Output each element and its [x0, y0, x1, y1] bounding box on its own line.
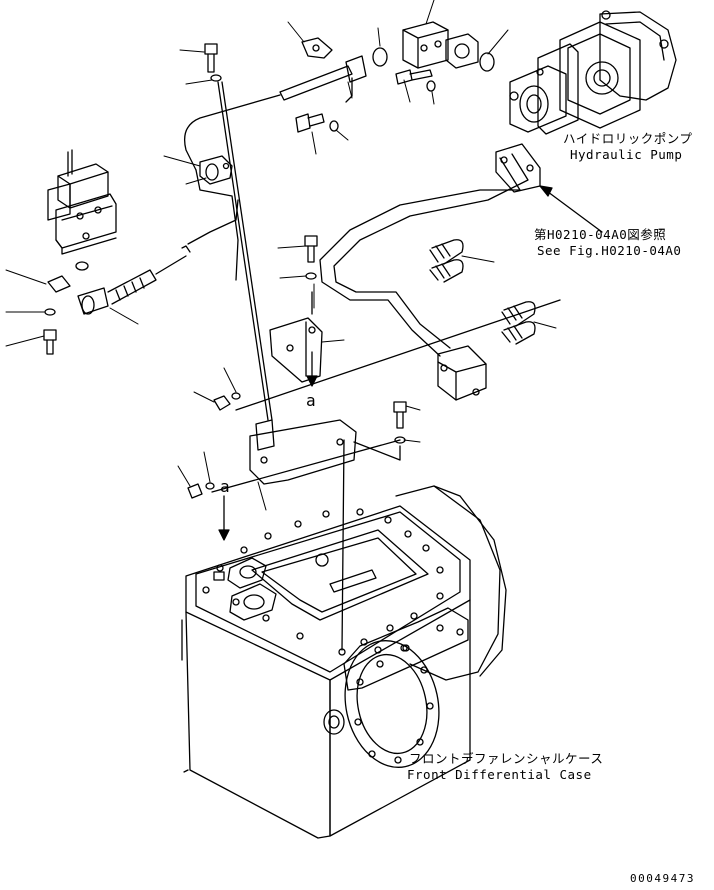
o-ring — [479, 52, 495, 72]
fitting — [47, 275, 71, 293]
washer — [231, 392, 241, 400]
bolt — [295, 113, 325, 133]
nut — [187, 483, 203, 499]
rod — [217, 81, 269, 421]
clamp — [199, 155, 233, 185]
reference-arrow — [539, 185, 603, 233]
see-fig-label-jp: 第H0210-04A0図参照 — [534, 227, 667, 242]
washer — [305, 272, 317, 280]
differential-case — [181, 485, 507, 839]
washer — [205, 482, 215, 490]
hose-line — [195, 169, 239, 281]
bracket-mid — [269, 317, 323, 383]
leader-lines — [5, 0, 557, 511]
bolt — [393, 401, 407, 429]
u-bolt — [429, 239, 464, 283]
view-marker-a: a — [306, 391, 317, 410]
front-differential-label-en: Front Differential Case — [407, 767, 592, 782]
see-fig-label-en: See Fig.H0210-04A0 — [537, 243, 682, 258]
drawing-number: 00049473 — [630, 872, 695, 885]
rod — [221, 81, 273, 421]
bolt — [43, 329, 57, 355]
washer — [329, 120, 339, 132]
washer — [210, 74, 222, 82]
u-bolt — [501, 301, 536, 345]
washer — [426, 80, 436, 92]
flange-block-top — [402, 21, 479, 69]
split-flange — [301, 37, 333, 59]
center-line — [353, 441, 401, 461]
view-arrow — [306, 351, 318, 387]
washer — [44, 308, 56, 316]
hose — [183, 94, 281, 171]
nut — [213, 395, 231, 411]
hydraulic-pump-label-jp: ハイドロリックポンプ — [563, 131, 693, 146]
center-line — [211, 439, 401, 493]
o-ring — [372, 47, 388, 67]
solenoid-valve — [47, 149, 117, 271]
bracket-lower — [249, 419, 357, 485]
bolt — [395, 69, 433, 85]
flange-lower — [437, 345, 487, 401]
hydraulic-pump — [509, 10, 677, 135]
front-differential-label-jp: フロントデファレンシャルケース — [409, 751, 604, 766]
tube-pipe-top — [279, 55, 367, 103]
view-arrow — [218, 495, 230, 541]
bolt — [304, 235, 318, 263]
hose-elbow — [77, 199, 239, 315]
bolt — [204, 43, 218, 73]
center-line — [235, 299, 561, 411]
view-marker-a-lower: a — [220, 477, 231, 496]
hydraulic-pump-label-en: Hydraulic Pump — [570, 147, 683, 162]
center-line — [341, 439, 345, 651]
